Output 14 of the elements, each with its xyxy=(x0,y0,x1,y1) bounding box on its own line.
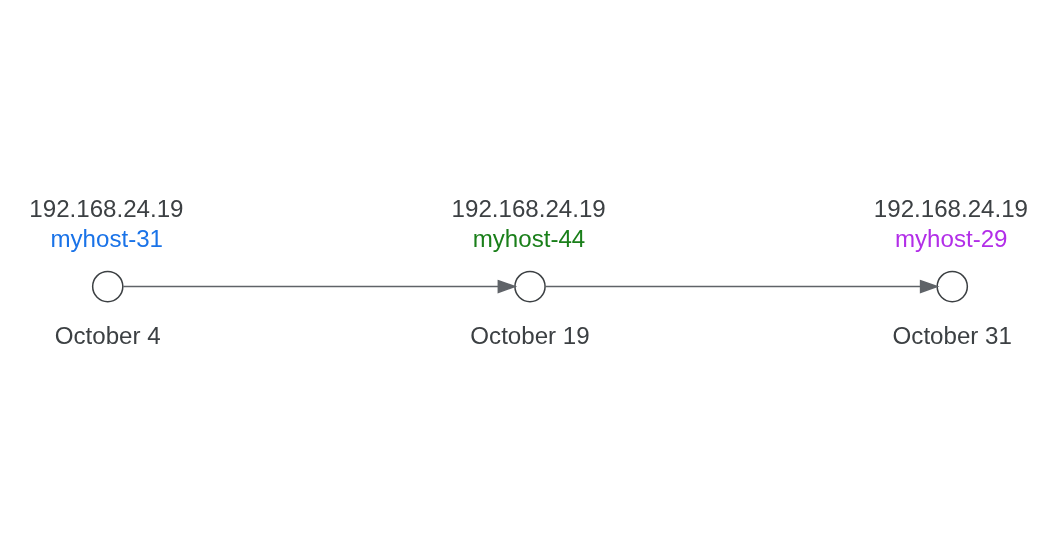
node-label: 192.168.24.19 xyxy=(451,194,606,222)
node-circle xyxy=(91,270,124,303)
arrow xyxy=(544,279,940,294)
node-label: October 4 xyxy=(54,321,161,349)
node-label: myhost-44 xyxy=(472,225,586,253)
node-label: myhost-31 xyxy=(50,225,163,253)
node-circle xyxy=(936,270,969,303)
node-label: October 19 xyxy=(470,321,590,349)
node-label: 192.168.24.19 xyxy=(29,194,184,222)
node-circle xyxy=(514,270,546,303)
node-label: 192.168.24.19 xyxy=(873,194,1029,222)
node-label: October 31 xyxy=(892,321,1012,349)
node-label: myhost-29 xyxy=(894,225,1008,253)
arrow xyxy=(122,279,518,294)
